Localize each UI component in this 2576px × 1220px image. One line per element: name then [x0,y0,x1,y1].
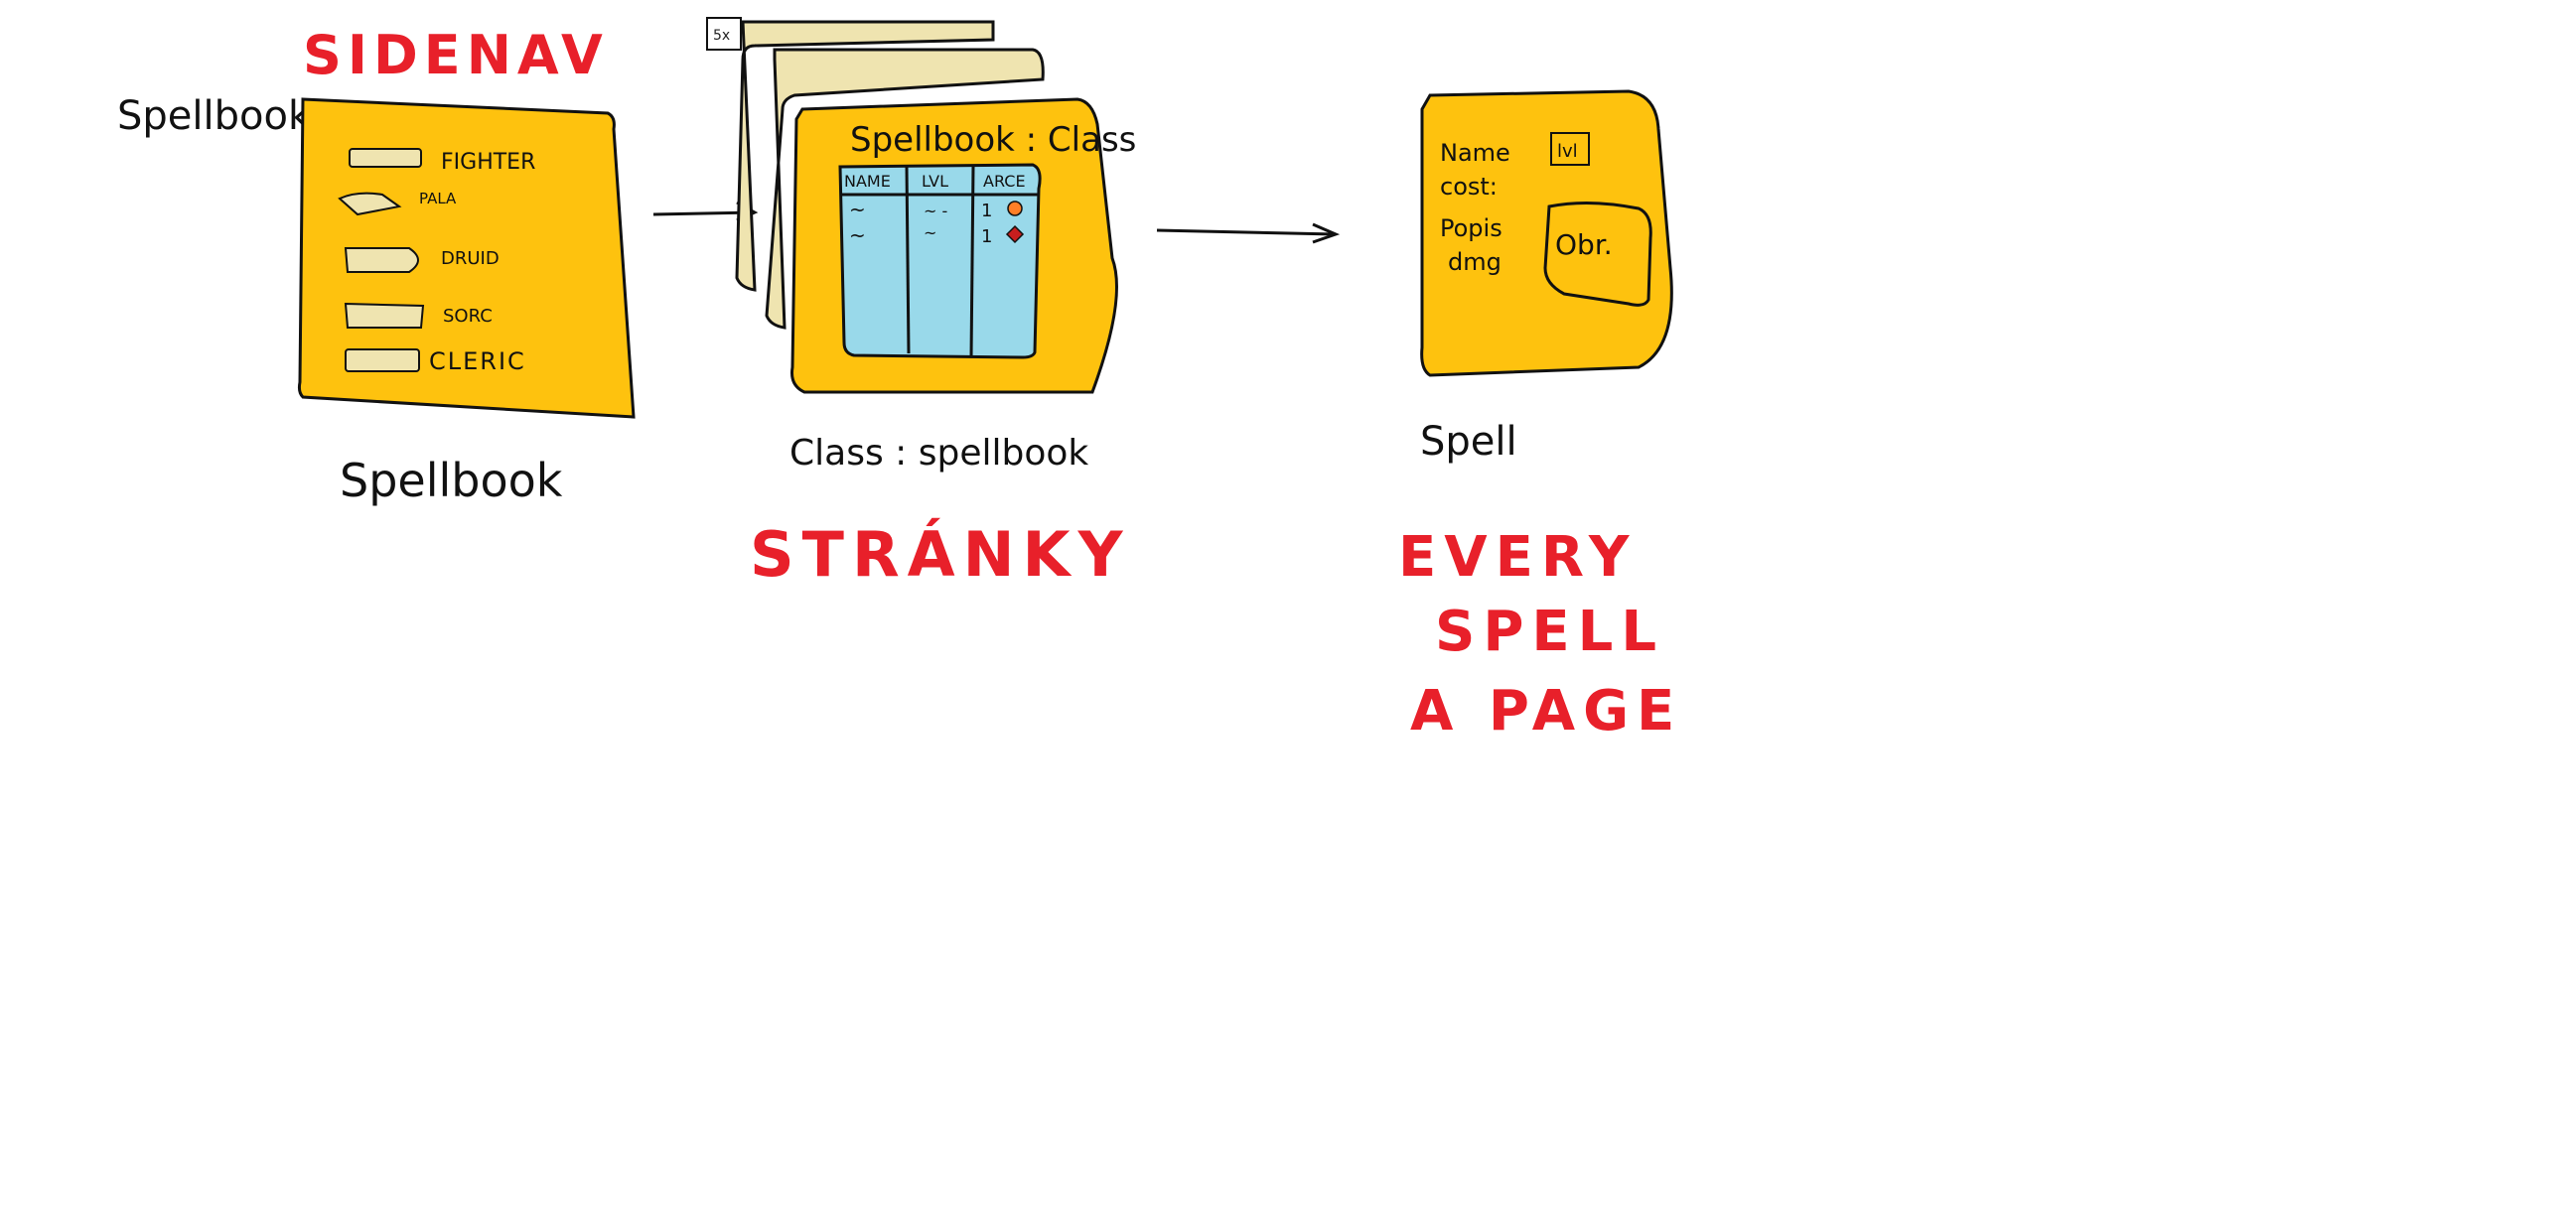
spell-image-label: Obr. [1555,228,1613,261]
table-header-arce: ARCE [983,172,1026,191]
page-back-2 [765,48,1045,330]
spell-page-caption: Spell [1420,419,1517,465]
sidenav-item-button[interactable] [344,247,419,273]
spell-annotation-line-1: EVERY [1398,525,1637,590]
svg-text:lvl: lvl [1557,141,1578,162]
table-header-name: NAME [844,172,891,191]
table-header-lvl: LVL [922,172,948,191]
table-cell-lvl: ~ - [924,202,947,220]
orange-dot-icon [1007,201,1023,216]
spell-name-label: Name [1440,139,1510,167]
sidenav-item-druid[interactable]: DRUID [344,247,500,273]
spell-dmg-label: dmg [1448,248,1502,276]
sidenav-caption: Spellbook [340,454,563,507]
stack-badge: 5x [706,17,742,51]
spell-annotation-line-3: A PAGE [1410,679,1682,744]
svg-text:5x: 5x [713,28,730,44]
spell-lvl-badge: lvl [1550,132,1590,166]
sidenav-item-label: DRUID [441,248,500,269]
table-row[interactable]: ~ ~ 1 [849,223,1025,247]
spell-annotation-line-2: SPELL [1435,600,1664,664]
spell-table: NAME LVL ARCE ~ ~ - 1 ~ ~ 1 [838,163,1042,359]
table-cell-arce: 1 [981,201,992,221]
sidenav-side-label: Spellbook [117,93,312,139]
page-back-1 [735,20,995,292]
arrow-right [1156,222,1341,244]
sidenav-item-button[interactable] [349,148,422,168]
sidenav-item-label: PALA [419,190,457,207]
sidenav-item-fighter[interactable]: FIGHTER [349,148,535,175]
table-row[interactable]: ~ ~ - 1 [849,198,1023,221]
spell-cost-label: cost: [1440,173,1498,201]
red-diamond-icon [1005,224,1025,244]
sidenav-item-cleric[interactable]: CLERIC [345,347,526,375]
table-cell-name: ~ [849,198,866,221]
sidenav-item-sorc[interactable]: SORC [344,302,493,329]
class-page-title: Spellbook : Class [850,120,1136,160]
sidenav-item-label: FIGHTER [441,150,535,175]
spell-desc-label: Popis [1440,214,1503,242]
sidenav-heading: SIDENAV [303,24,609,86]
sidenav-item-pala[interactable]: PALA [338,190,457,216]
class-page-caption: Class : spellbook [789,433,1088,474]
sidenav-item-button[interactable] [344,302,425,329]
table-cell-lvl: ~ [924,223,936,242]
sidenav-item-label: SORC [443,306,493,327]
sidenav-panel [297,97,636,419]
sidenav-item-button[interactable] [345,348,420,372]
sidenav-item-button[interactable] [338,192,402,216]
table-cell-arce: 1 [981,226,992,247]
spell-image-placeholder: Obr. [1543,201,1652,307]
stacked-pages [735,20,1045,330]
class-page-annotation: STRÁNKY [750,518,1131,591]
sidenav-item-label: CLERIC [429,347,526,375]
table-cell-name: ~ [849,223,866,247]
